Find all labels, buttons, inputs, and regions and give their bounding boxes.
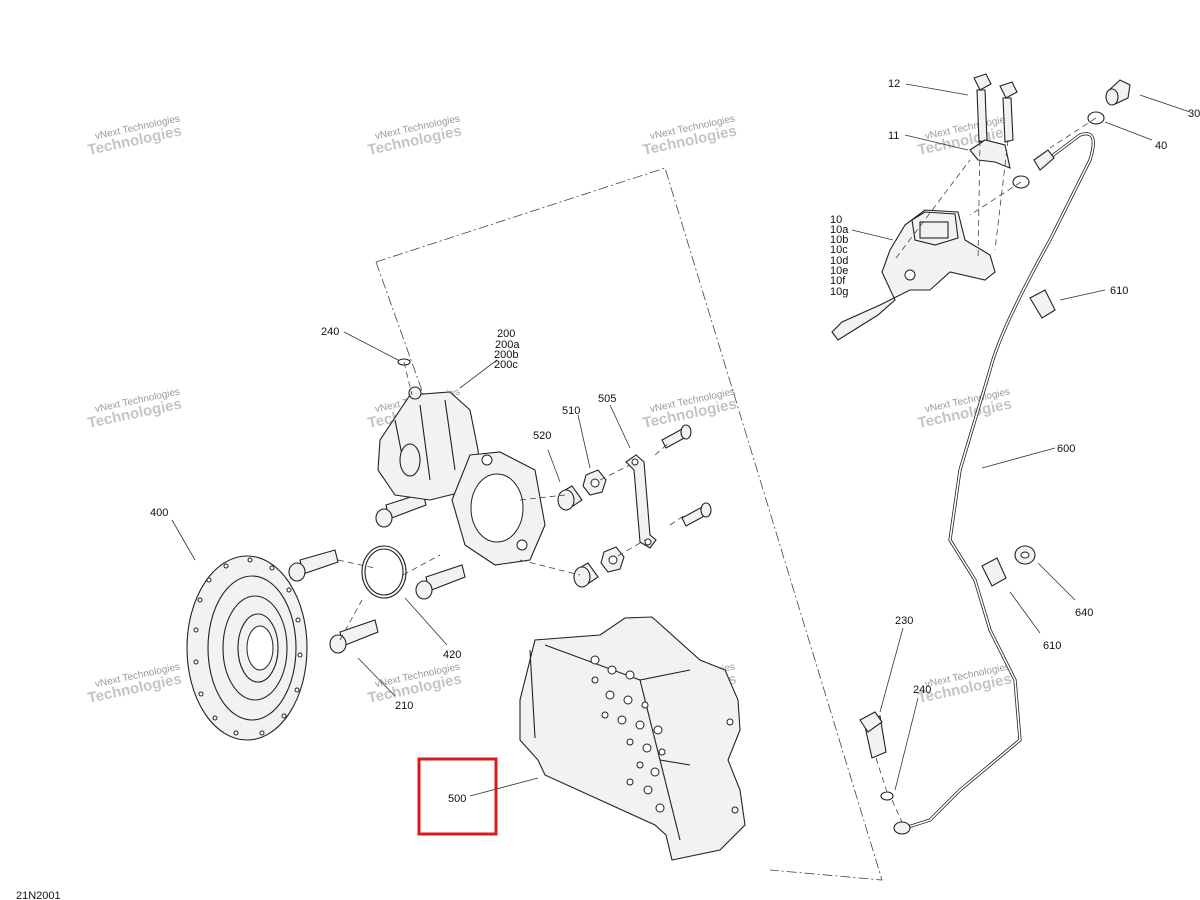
fitting-230[interactable] [859, 711, 887, 759]
brake-disc-400[interactable] [186, 555, 308, 741]
nut-510[interactable] [600, 546, 625, 573]
callout-600[interactable]: 600 [1057, 443, 1075, 455]
callout-420[interactable]: 420 [443, 649, 461, 661]
svg-text:10e: 10e [830, 265, 848, 277]
callout-640[interactable]: 640 [1075, 607, 1093, 619]
clip-240[interactable] [880, 791, 894, 801]
svg-text:200c: 200c [494, 359, 518, 371]
skid-plate-500[interactable] [519, 616, 746, 861]
callout-230[interactable]: 230 [895, 615, 913, 627]
svg-text:10a: 10a [830, 224, 849, 236]
watermark: vNext Technologies Technologies [86, 113, 183, 159]
watermark: vNext Technologies Technologies [86, 661, 183, 707]
callouts: 12 11 30 40 10 10a 10b 10c 10d 10e 10f 1… [150, 78, 1200, 805]
highlight-box-500 [417, 757, 498, 836]
watermark: vNext Technologies Technologies [641, 386, 738, 432]
svg-text:10d: 10d [830, 255, 848, 267]
callout-10-group[interactable]: 10 10a 10b 10c 10d 10e 10f 10g [830, 214, 849, 298]
callout-240-bottom[interactable]: 240 [913, 684, 931, 696]
caliper-200[interactable] [377, 386, 481, 501]
bolt-210[interactable] [329, 619, 379, 654]
callout-40[interactable]: 40 [1155, 140, 1167, 152]
callout-210[interactable]: 210 [395, 700, 413, 712]
o-ring-inner [364, 548, 404, 596]
callout-400[interactable]: 400 [150, 507, 168, 519]
grommet-640[interactable] [1014, 545, 1036, 565]
construction-lines [337, 117, 1097, 823]
clip-240[interactable] [397, 358, 411, 366]
callout-11[interactable]: 11 [888, 130, 899, 142]
svg-text:10c: 10c [830, 244, 848, 256]
callout-500[interactable]: 500 [448, 793, 466, 805]
leader-lines [171, 83, 1191, 797]
svg-text:200: 200 [497, 328, 515, 340]
spacer-520[interactable] [557, 485, 583, 511]
bolt-210[interactable] [375, 492, 427, 528]
bolt-210[interactable] [288, 549, 339, 582]
clip-610[interactable] [1029, 289, 1056, 319]
callout-30[interactable]: 30 [1188, 108, 1200, 120]
callout-610-bottom[interactable]: 610 [1043, 640, 1061, 652]
svg-text:10f: 10f [830, 275, 846, 287]
disc-holes [193, 557, 303, 736]
callout-240-top[interactable]: 240 [321, 326, 339, 338]
svg-text:10g: 10g [830, 286, 848, 298]
master-cylinder-10[interactable] [831, 209, 996, 341]
spacer-520[interactable] [573, 562, 599, 588]
banjo-bolt-30[interactable] [1105, 79, 1131, 106]
clamp-11[interactable] [969, 139, 1011, 169]
callout-12[interactable]: 12 [888, 78, 900, 90]
caliper-bracket[interactable] [451, 451, 546, 566]
callout-505[interactable]: 505 [598, 393, 616, 405]
watermark: vNext Technologies Technologies [366, 113, 463, 159]
callout-200-group[interactable]: 200 200a 200b 200c [494, 328, 520, 371]
plate-holes [590, 655, 739, 814]
nut-510[interactable] [582, 469, 607, 496]
bracket-505[interactable] [625, 454, 657, 549]
clip-610[interactable] [981, 557, 1007, 587]
svg-text:200a: 200a [495, 339, 520, 351]
bolt-small[interactable] [661, 424, 692, 449]
callout-610-top[interactable]: 610 [1110, 285, 1128, 297]
drawing-code: 21N2001 [16, 890, 61, 900]
bolt-small[interactable] [681, 502, 712, 527]
bolt-12[interactable] [973, 73, 992, 143]
bolt-12[interactable] [999, 81, 1018, 143]
watermark: vNext Technologies Technologies [366, 661, 463, 707]
watermark: vNext Technologies Technologies [86, 386, 183, 432]
o-ring-420[interactable] [361, 545, 407, 599]
watermark: vNext Technologies Technologies [916, 386, 1013, 432]
callout-510[interactable]: 510 [562, 405, 580, 417]
washer-40[interactable] [1087, 111, 1105, 125]
callout-520[interactable]: 520 [533, 430, 551, 442]
svg-text:10b: 10b [830, 234, 848, 246]
svg-text:10: 10 [830, 214, 842, 226]
svg-text:200b: 200b [494, 349, 518, 361]
bolt-210[interactable] [415, 564, 466, 600]
washer-40[interactable] [1012, 175, 1030, 189]
watermark: vNext Technologies Technologies [641, 113, 738, 159]
